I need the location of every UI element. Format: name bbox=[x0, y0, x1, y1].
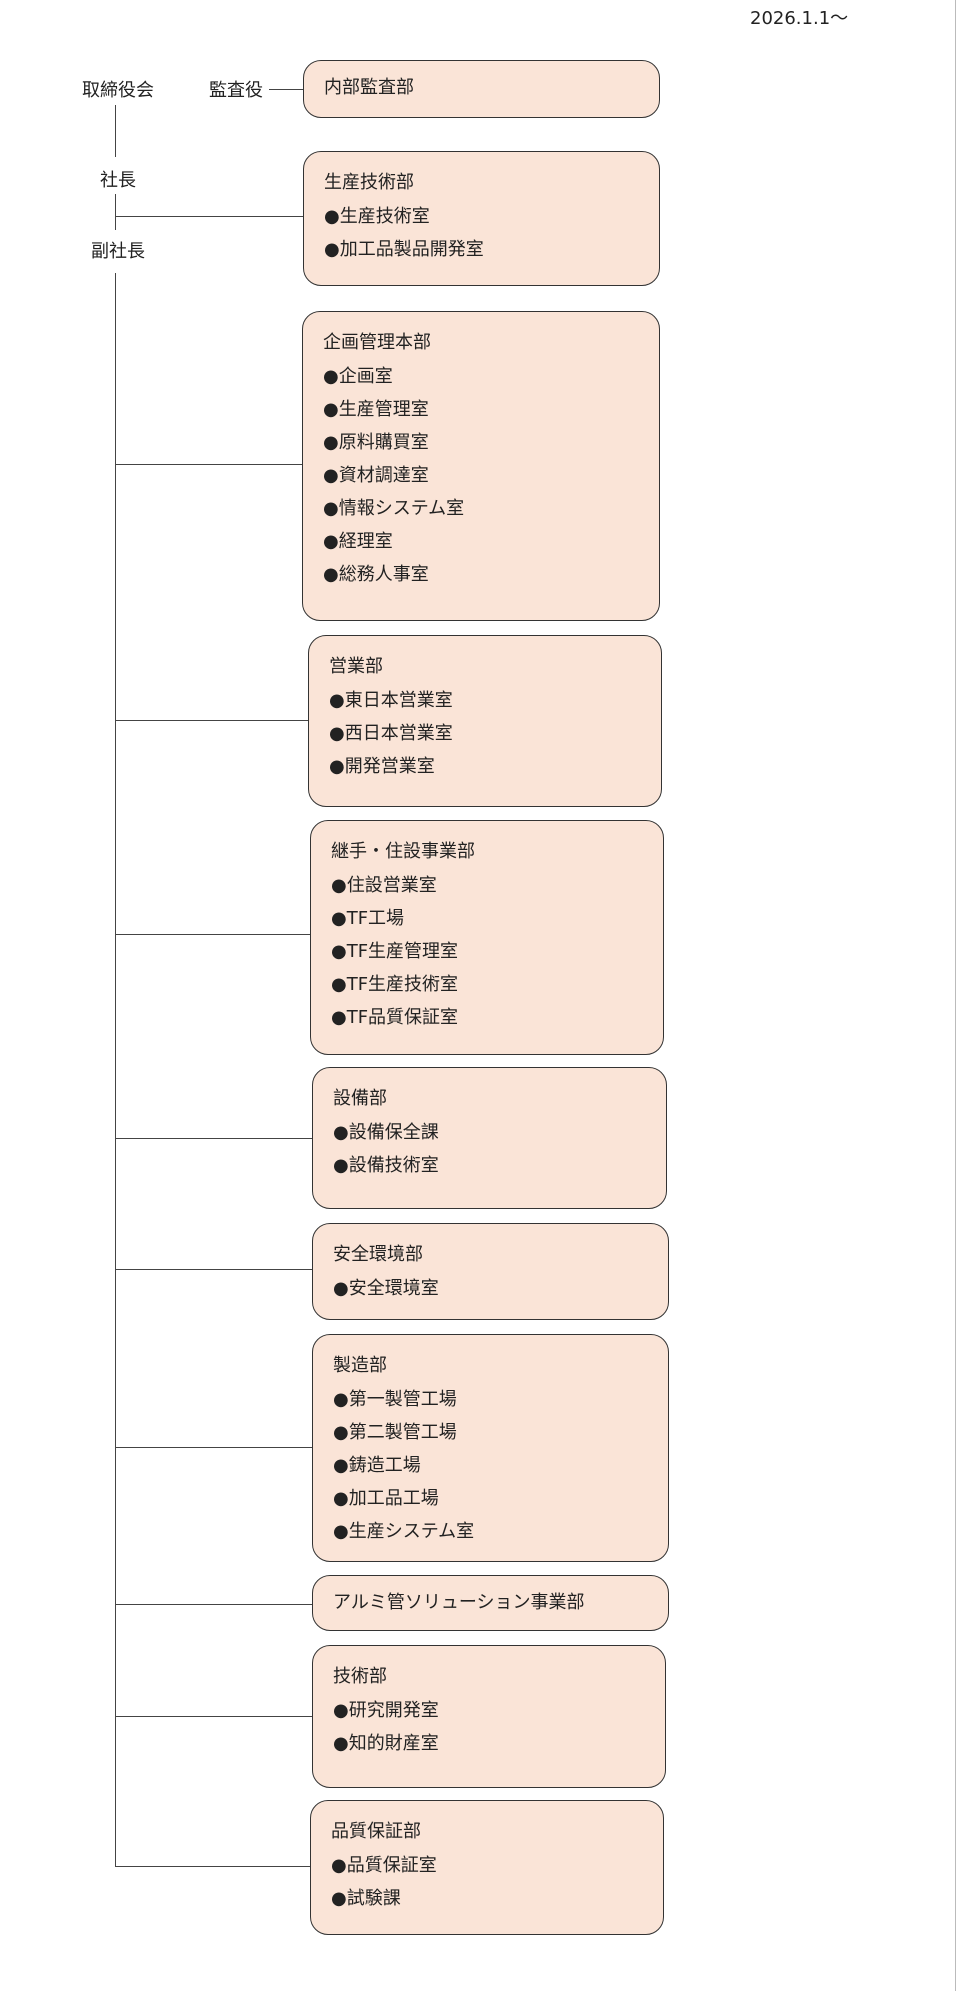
connector-line bbox=[115, 273, 116, 1866]
section-item: ●経理室 bbox=[323, 531, 393, 552]
section-item: ●生産技術室 bbox=[324, 206, 430, 227]
section-item: ●生産管理室 bbox=[323, 399, 429, 420]
department-box: 企画管理本部 ●企画室 ●生産管理室 ●原料購買室 ●資材調達室 ●情報システム室 ●経理室… bbox=[302, 311, 660, 621]
section-item: ●設備技術室 bbox=[333, 1155, 439, 1176]
connector-line bbox=[115, 105, 116, 157]
section-item: ●企画室 bbox=[323, 366, 393, 387]
department-box: 営業部 ●東日本営業室 ●西日本営業室 ●開発営業室 bbox=[308, 635, 662, 807]
section-item: ●情報システム室 bbox=[323, 498, 465, 519]
connector-line bbox=[115, 464, 302, 465]
section-item: ●設備保全課 bbox=[333, 1122, 439, 1143]
section-item: ●加工品製品開発室 bbox=[324, 239, 484, 260]
connector-line bbox=[115, 1866, 310, 1867]
section-item: ●鋳造工場 bbox=[333, 1455, 421, 1476]
section-item: ●東日本営業室 bbox=[329, 690, 453, 711]
department-title: 企画管理本部 bbox=[323, 332, 431, 353]
section-item: ●総務人事室 bbox=[323, 564, 429, 585]
department-box: 継手・住設事業部 ●住設営業室 ●TF工場 ●TF生産管理室 ●TF生産技術室 ●TF品質… bbox=[310, 820, 664, 1055]
connector-line bbox=[115, 1138, 312, 1139]
section-item: ●品質保証室 bbox=[331, 1855, 437, 1876]
section-item: ●第一製管工場 bbox=[333, 1389, 457, 1410]
section-item: ●加工品工場 bbox=[333, 1488, 439, 1509]
auditor-label: 監査役 bbox=[209, 80, 263, 101]
department-box: 品質保証部 ●品質保証室 ●試験課 bbox=[310, 1800, 664, 1935]
department-box: アルミ管ソリューション事業部 bbox=[312, 1575, 669, 1631]
connector-line bbox=[269, 89, 303, 90]
connector-line bbox=[115, 1447, 312, 1448]
effective-date: 2026.1.1～ bbox=[750, 8, 849, 29]
department-title: 生産技術部 bbox=[324, 172, 414, 193]
section-item: ●安全環境室 bbox=[333, 1278, 439, 1299]
section-item: ●資材調達室 bbox=[323, 465, 429, 486]
department-title: 営業部 bbox=[329, 656, 383, 677]
department-title: 製造部 bbox=[333, 1355, 387, 1376]
section-item: ●住設営業室 bbox=[331, 875, 437, 896]
department-title: 内部監査部 bbox=[324, 77, 414, 98]
department-box: 設備部 ●設備保全課 ●設備技術室 bbox=[312, 1067, 667, 1209]
department-box: 生産技術部 ●生産技術室 ●加工品製品開発室 bbox=[303, 151, 660, 286]
department-box: 安全環境部 ●安全環境室 bbox=[312, 1223, 669, 1320]
department-title: 設備部 bbox=[333, 1088, 387, 1109]
section-item: ●知的財産室 bbox=[333, 1733, 439, 1754]
section-item: ●TF生産管理室 bbox=[331, 941, 459, 962]
connector-line bbox=[115, 1269, 312, 1270]
department-title: 品質保証部 bbox=[331, 1821, 421, 1842]
connector-line bbox=[115, 1604, 312, 1605]
connector-line bbox=[115, 934, 310, 935]
section-item: ●TF生産技術室 bbox=[331, 974, 459, 995]
president-label: 社長 bbox=[100, 170, 136, 191]
section-item: ●開発営業室 bbox=[329, 756, 435, 777]
vice-president-label: 副社長 bbox=[91, 241, 145, 262]
connector-line bbox=[115, 216, 303, 217]
connector-line bbox=[115, 1716, 312, 1717]
section-item: ●原料購買室 bbox=[323, 432, 429, 453]
section-item: ●TF工場 bbox=[331, 908, 405, 929]
department-title: 安全環境部 bbox=[333, 1244, 423, 1265]
section-item: ●TF品質保証室 bbox=[331, 1007, 459, 1028]
connector-line bbox=[115, 194, 116, 230]
department-title: アルミ管ソリューション事業部 bbox=[333, 1592, 585, 1613]
section-item: ●試験課 bbox=[331, 1888, 401, 1909]
department-title: 技術部 bbox=[333, 1666, 387, 1687]
page-edge bbox=[955, 0, 956, 1991]
connector-line bbox=[115, 720, 308, 721]
department-title: 継手・住設事業部 bbox=[331, 841, 475, 862]
department-box: 内部監査部 bbox=[303, 60, 660, 118]
section-item: ●第二製管工場 bbox=[333, 1422, 457, 1443]
section-item: ●西日本営業室 bbox=[329, 723, 453, 744]
department-box: 製造部 ●第一製管工場 ●第二製管工場 ●鋳造工場 ●加工品工場 ●生産システム室 bbox=[312, 1334, 669, 1562]
department-box: 技術部 ●研究開発室 ●知的財産室 bbox=[312, 1645, 666, 1788]
board-of-directors-label: 取締役会 bbox=[82, 80, 154, 101]
section-item: ●研究開発室 bbox=[333, 1700, 439, 1721]
section-item: ●生産システム室 bbox=[333, 1521, 475, 1542]
